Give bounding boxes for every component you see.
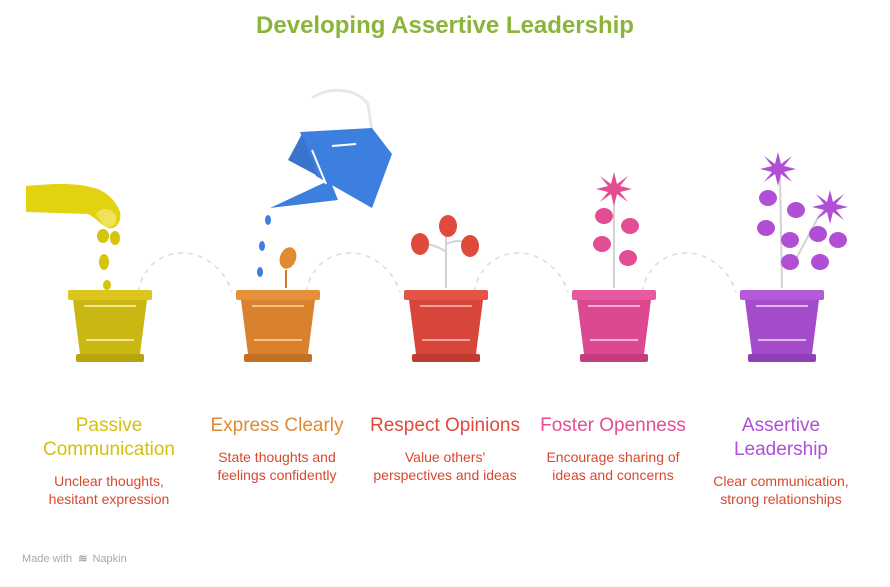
napkin-logo-icon: ≋: [78, 553, 88, 565]
stage-title: Passive Communication: [43, 415, 175, 460]
pot-respect-opinions: [404, 290, 488, 362]
stage-description: Encourage sharing of ideas and concerns: [546, 449, 680, 483]
stage-title: Assertive Leadership: [733, 415, 829, 460]
stage-title: Foster Openness: [540, 415, 686, 436]
stage-description: State thoughts and feelings confidently: [217, 449, 337, 483]
budding-plant-icon: [593, 172, 639, 288]
young-plant-icon: [411, 215, 479, 288]
flower-icon: [760, 152, 848, 224]
stage-foster-openness: Foster Openness Encourage sharing of ide…: [533, 414, 693, 484]
stage-passive-communication: Passive Communication Unclear thoughts, …: [29, 414, 189, 508]
stage-assertive-leadership: Assertive Leadership Clear communication…: [701, 414, 861, 508]
stage-title: Express Clearly: [210, 415, 344, 436]
flower-icon: [596, 172, 632, 206]
stage-description: Value others' perspectives and ideas: [373, 449, 517, 483]
footer-attribution[interactable]: Made with ≋ Napkin: [22, 552, 127, 565]
stage-respect-opinions: Respect Opinions Value others' perspecti…: [365, 414, 525, 484]
stage-connectors: [137, 252, 737, 293]
footer-brand: Napkin: [92, 553, 127, 565]
footer-prefix: Made with: [22, 553, 73, 565]
seed-icon: [99, 254, 111, 290]
diagram-title: Developing Assertive Leadership: [256, 12, 634, 39]
blooming-plant-icon: [757, 152, 848, 289]
pot-assertive-leadership: [740, 290, 824, 362]
water-drops-icon: [257, 215, 271, 277]
hand-icon: [26, 184, 121, 245]
watering-can-icon: [270, 88, 392, 208]
sprout-icon: [279, 247, 297, 288]
stage-description: Clear communication, strong relationship…: [713, 473, 849, 507]
stage-title: Respect Opinions: [370, 415, 520, 436]
pot-foster-openness: [572, 290, 656, 362]
pot-express-clearly: [236, 290, 320, 362]
pot-passive-communication: [68, 290, 152, 362]
stage-description: Unclear thoughts, hesitant expression: [48, 473, 170, 507]
stage-express-clearly: Express Clearly State thoughts and feeli…: [197, 414, 357, 484]
